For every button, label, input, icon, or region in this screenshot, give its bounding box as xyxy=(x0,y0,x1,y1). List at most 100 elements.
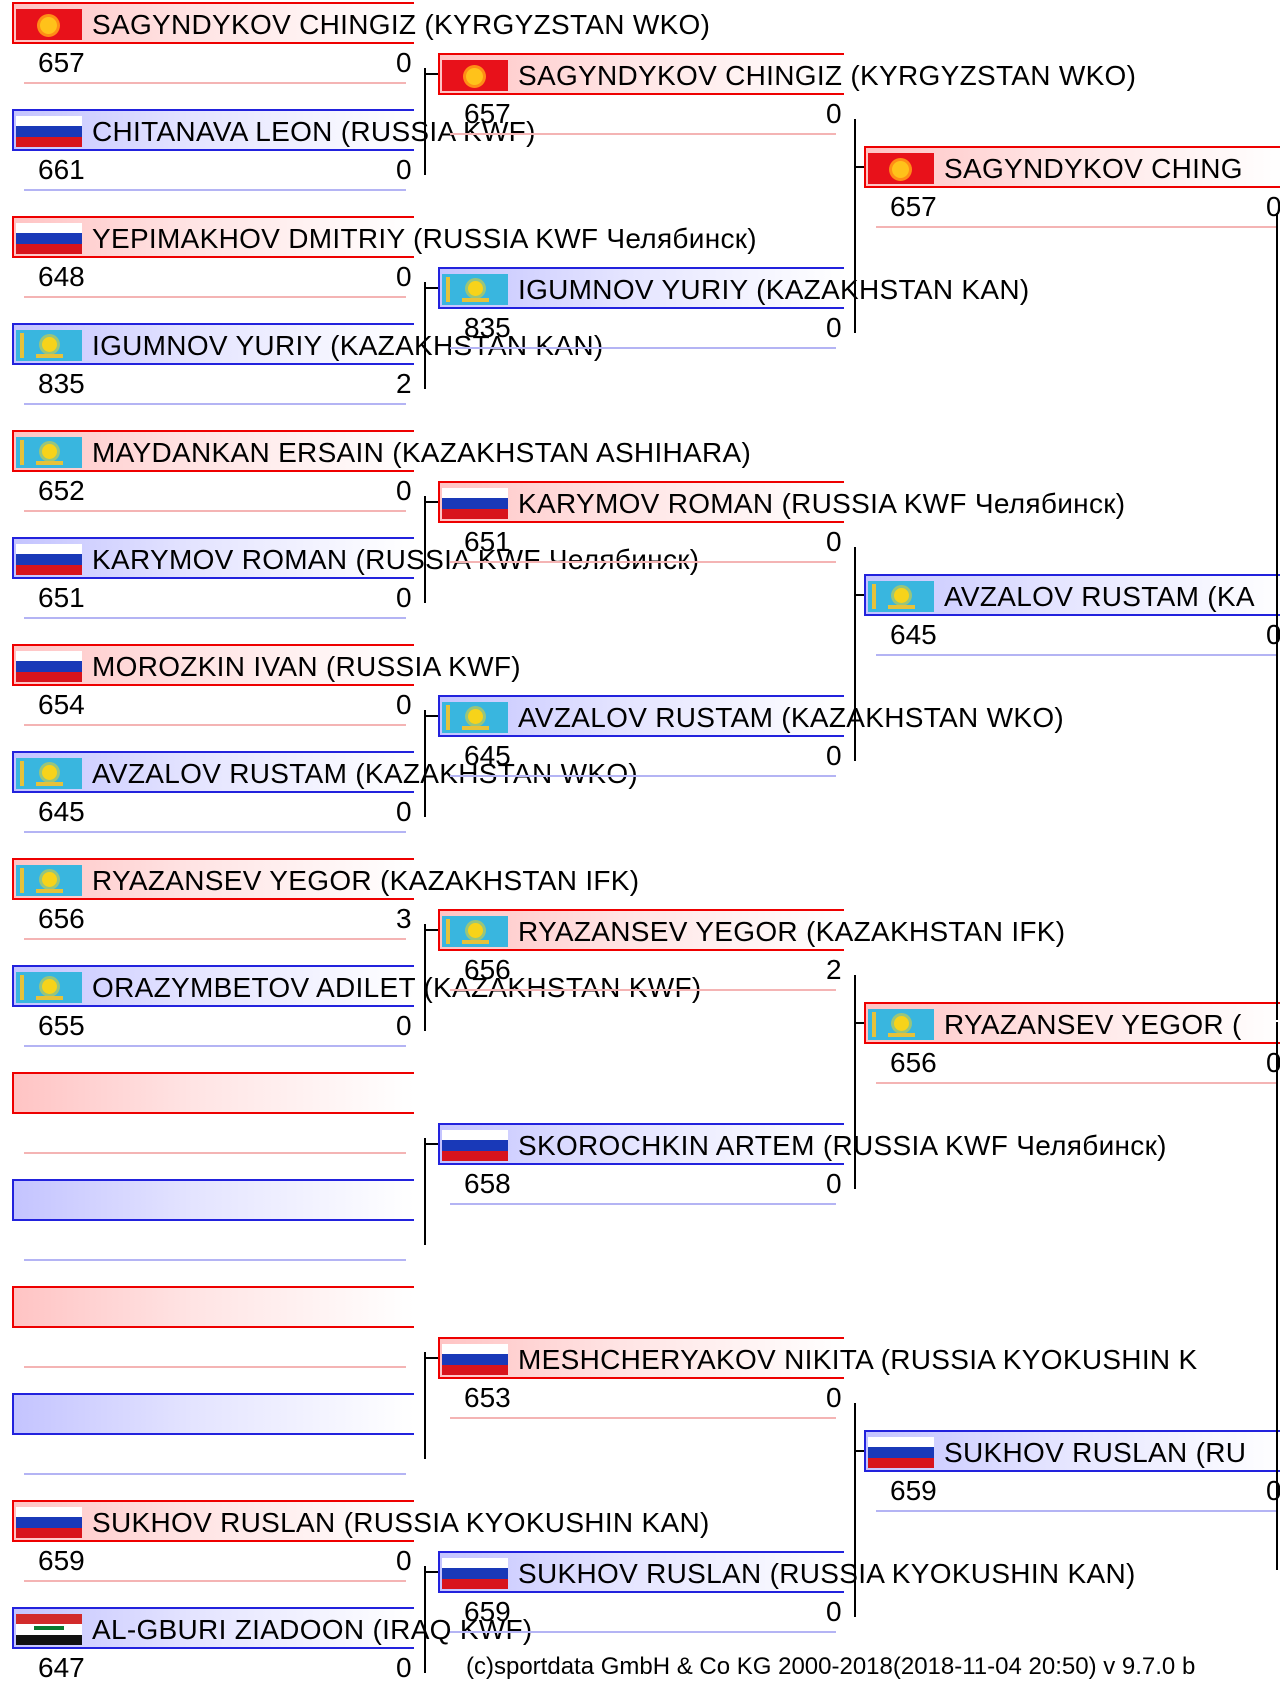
competitor-slot[interactable]: YEPIMAKHOV DMITRIY (RUSSIA KWF Челябинск… xyxy=(12,216,757,258)
competitor-slot[interactable]: IGUMNOV YURIY (KAZAKHSTAN KAN) xyxy=(438,267,1029,309)
flag-sun xyxy=(42,979,57,994)
competitor-name: SAGYNDYKOV CHING xyxy=(944,153,1243,184)
competitor-slot[interactable] xyxy=(12,1072,414,1114)
bracket-connector xyxy=(854,166,864,168)
score-underline xyxy=(24,724,406,726)
flag-stripe xyxy=(442,1568,508,1579)
flag-stripe xyxy=(442,1578,508,1589)
flag-stripe xyxy=(16,1614,82,1625)
competitor-slot[interactable]: ORAZYMBETOV ADILET (KAZAKHSTAN KWF) xyxy=(12,965,701,1007)
kazakhstan-flag-icon xyxy=(16,865,82,896)
flag-stripe xyxy=(16,554,82,565)
competitor-number: 657 xyxy=(890,191,937,222)
competitor-name: SAGYNDYKOV CHINGIZ (KYRGYZSTAN WKO) xyxy=(518,60,1137,91)
competitor-score: 0 xyxy=(826,98,842,129)
competitor-slot[interactable]: SAGYNDYKOV CHINGIZ (KYRGYZSTAN WKO) xyxy=(438,53,1136,95)
competitor-slot[interactable]: SAGYNDYKOV CHING xyxy=(864,146,1280,188)
kazakhstan-flag-icon xyxy=(442,916,508,947)
flag-holder xyxy=(16,651,82,682)
flag-eagle xyxy=(462,940,489,944)
competitor-slot[interactable]: RYAZANSEV YEGOR ( xyxy=(864,1002,1280,1044)
flag-holder xyxy=(16,1614,82,1645)
competitor-name: IGUMNOV YURIY (KAZAKHSTAN KAN) xyxy=(92,330,604,361)
kazakhstan-flag-icon xyxy=(868,1009,934,1040)
competitor-name: AL-GBURI ZIADOON (IRAQ KWF) xyxy=(92,1614,533,1645)
score-underline xyxy=(876,1082,1276,1084)
flag-holder xyxy=(16,223,82,254)
flag-sun xyxy=(42,444,57,459)
copyright-footer: (c)sportdata GmbH & Co KG 2000-2018(2018… xyxy=(466,1653,1196,1680)
flag-holder xyxy=(868,1437,934,1468)
score-underline xyxy=(450,1417,836,1419)
flag-holder xyxy=(16,758,82,789)
competitor-score: 0 xyxy=(396,1010,412,1041)
flag-holder xyxy=(16,972,82,1003)
competitor-number: 659 xyxy=(464,1596,511,1627)
competitor-score: 0 xyxy=(396,154,412,185)
kazakhstan-flag-icon xyxy=(16,758,82,789)
flag-ornament xyxy=(446,919,450,944)
flag-stripe xyxy=(16,223,82,234)
competitor-score: 0 xyxy=(396,261,412,292)
flag-sun xyxy=(894,588,909,603)
competitor-slot[interactable]: MAYDANKAN ERSAIN (KAZAKHSTAN ASHIHARA) xyxy=(12,430,751,472)
competitor-slot[interactable] xyxy=(12,1286,414,1328)
bracket-connector xyxy=(1276,1022,1278,1570)
competitor-slot[interactable]: AVZALOV RUSTAM (KAZAKHSTAN WKO) xyxy=(438,695,1064,737)
bracket-connector xyxy=(424,710,426,817)
flag-stripe xyxy=(868,1437,934,1448)
competitor-slot[interactable]: MOROZKIN IVAN (RUSSIA KWF) xyxy=(12,644,521,686)
competitor-score: 3 xyxy=(396,903,412,934)
flag-stripe xyxy=(16,671,82,682)
flag-stripe xyxy=(442,1354,508,1365)
flag-holder xyxy=(442,1558,508,1589)
competitor-slot[interactable]: SUKHOV RUSLAN (RU xyxy=(864,1430,1280,1472)
competitor-slot[interactable]: SUKHOV RUSLAN (RUSSIA KYOKUSHIN KAN) xyxy=(438,1551,1135,1593)
bracket-connector xyxy=(424,68,426,175)
competitor-name: SAGYNDYKOV CHINGIZ (KYRGYZSTAN WKO) xyxy=(92,9,711,40)
score-underline xyxy=(450,775,836,777)
bracket-connector xyxy=(424,929,438,931)
competitor-number: 645 xyxy=(38,796,85,827)
competitor-slot[interactable]: AVZALOV RUSTAM (KA xyxy=(864,574,1280,616)
competitor-slot[interactable]: IGUMNOV YURIY (KAZAKHSTAN KAN) xyxy=(12,323,603,365)
competitor-slot[interactable]: SUKHOV RUSLAN (RUSSIA KYOKUSHIN KAN) xyxy=(12,1500,709,1542)
flag-stripe xyxy=(442,1150,508,1161)
competitor-number: 659 xyxy=(890,1475,937,1506)
competitor-number: 835 xyxy=(464,312,511,343)
kazakhstan-flag-icon xyxy=(442,702,508,733)
score-underline xyxy=(24,617,406,619)
competitor-slot[interactable]: AL-GBURI ZIADOON (IRAQ KWF) xyxy=(12,1607,532,1649)
flag-sun xyxy=(468,709,483,724)
competitor-name: CHITANAVA LEON (RUSSIA KWF) xyxy=(92,116,536,147)
competitor-number: 654 xyxy=(38,689,85,720)
score-underline xyxy=(876,654,1276,656)
competitor-slot[interactable]: AVZALOV RUSTAM (KAZAKHSTAN WKO) xyxy=(12,751,638,793)
flag-stripe xyxy=(16,651,82,662)
flag-stripe xyxy=(442,508,508,519)
flag-holder xyxy=(442,60,508,91)
competitor-slot[interactable]: KARYMOV ROMAN (RUSSIA KWF Челябинск) xyxy=(438,481,1125,523)
competitor-slot[interactable]: CHITANAVA LEON (RUSSIA KWF) xyxy=(12,109,535,151)
competitor-slot[interactable]: RYAZANSEV YEGOR (KAZAKHSTAN IFK) xyxy=(12,858,639,900)
flag-stripe xyxy=(442,1558,508,1569)
competitor-slot[interactable] xyxy=(12,1179,414,1221)
competitor-number: 661 xyxy=(38,154,85,185)
competitor-slot[interactable]: RYAZANSEV YEGOR (KAZAKHSTAN IFK) xyxy=(438,909,1065,951)
competitor-name: SKOROCHKIN ARTEM (RUSSIA KWF Челябинск) xyxy=(518,1130,1167,1161)
competitor-slot[interactable]: MESHCHERYAKOV NIKITA (RUSSIA KYOKUSHIN K xyxy=(438,1337,1197,1379)
competitor-number: 651 xyxy=(38,582,85,613)
competitor-name: AVZALOV RUSTAM (KA xyxy=(944,581,1255,612)
kazakhstan-flag-icon xyxy=(16,330,82,361)
competitor-slot[interactable]: KARYMOV ROMAN (RUSSIA KWF Челябинск) xyxy=(12,537,699,579)
russia-flag-icon xyxy=(442,1558,508,1589)
competitor-number: 653 xyxy=(464,1382,511,1413)
score-underline xyxy=(24,1045,406,1047)
competitor-score: 0 xyxy=(396,582,412,613)
bracket-connector xyxy=(424,1352,426,1459)
flag-ornament xyxy=(872,1012,876,1037)
competitor-slot[interactable]: SKOROCHKIN ARTEM (RUSSIA KWF Челябинск) xyxy=(438,1123,1166,1165)
flag-stripe xyxy=(16,544,82,555)
competitor-slot[interactable] xyxy=(12,1393,414,1435)
competitor-slot[interactable]: SAGYNDYKOV CHINGIZ (KYRGYZSTAN WKO) xyxy=(12,2,710,44)
